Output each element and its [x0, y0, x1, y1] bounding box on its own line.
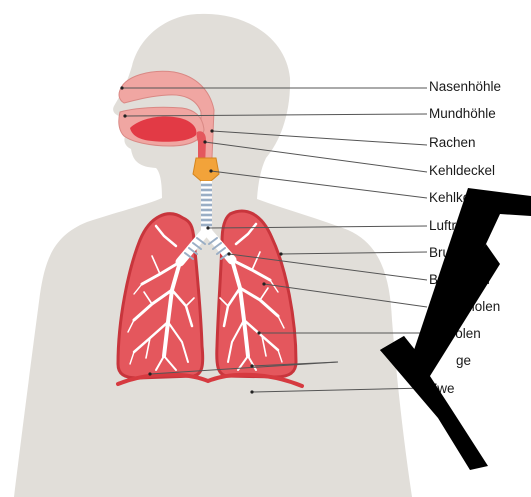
trachea [201, 181, 212, 231]
label-kehldeckel: Kehldeckel [429, 163, 495, 179]
label-nasenhoehle: Nasenhöhle [429, 79, 501, 95]
body-silhouette [14, 14, 412, 497]
label-bronchiolen: Bronchiolen [429, 299, 500, 315]
label-alveolen: Alveolen [429, 326, 481, 342]
label-mundhoehle: Mundhöhle [429, 106, 496, 122]
larynx [193, 158, 219, 181]
label-zwerchfell: Zwe [429, 381, 455, 397]
label-brustfell: Brustfell [429, 245, 478, 261]
label-luftroehre: Luftröhr [429, 218, 476, 234]
label-rachen: Rachen [429, 135, 476, 151]
label-kehlkopf: Kehlkopf [429, 190, 482, 206]
label-lunge: ge [456, 353, 471, 369]
label-bronchien: Bronchien [429, 272, 490, 288]
